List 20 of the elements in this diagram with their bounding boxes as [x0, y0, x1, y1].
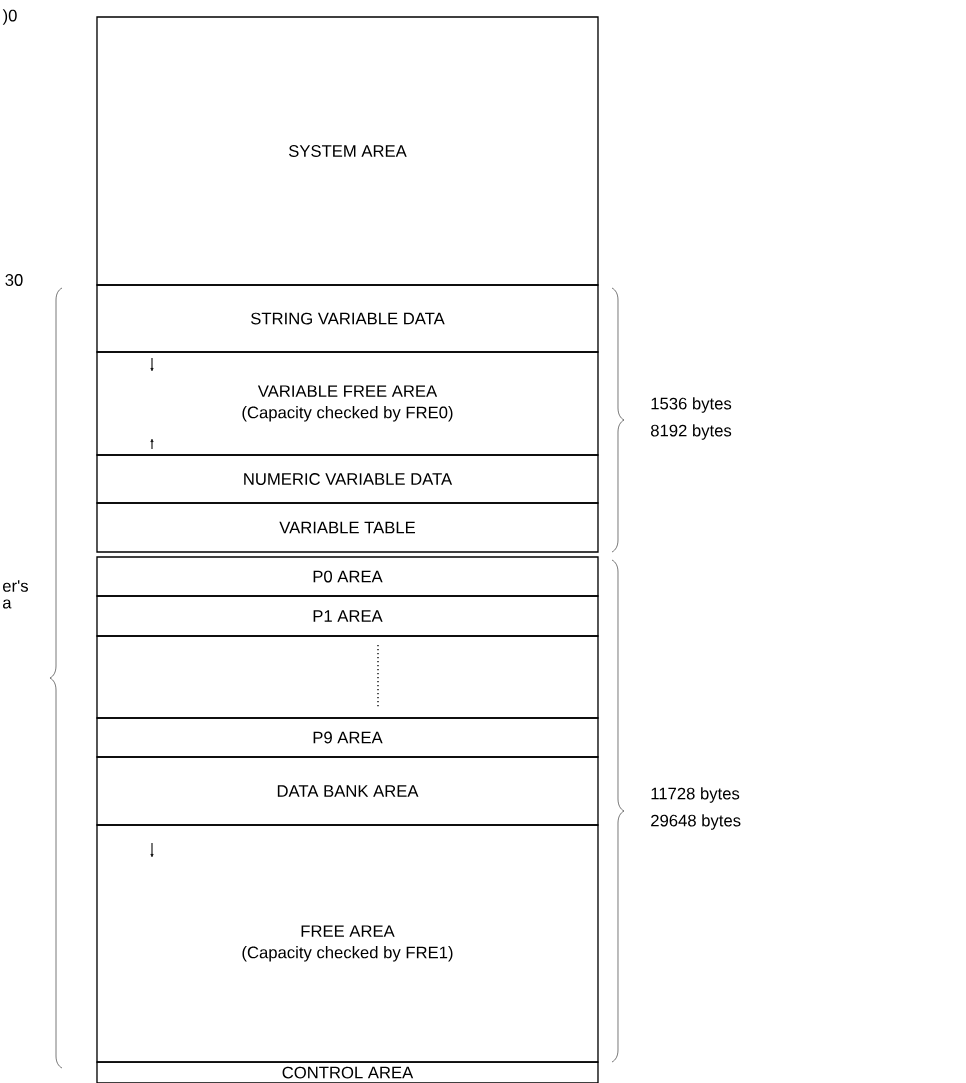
memory-area-box: SYSTEM AREA: [96, 16, 599, 286]
memory-area-box: CONTROL AREA: [96, 1061, 599, 1083]
annotation-text: a: [3, 599, 12, 609]
memory-area-box: NUMERIC VARIABLE DATA: [96, 454, 599, 504]
annotation-text: 8192 bytes: [651, 424, 732, 440]
memory-area-box: VARIABLE TABLE: [96, 502, 599, 553]
memory-area-box: P9 AREA: [96, 717, 599, 758]
memory-area-box: [96, 635, 599, 719]
memory-area-box: VARIABLE FREE AREA (Capacity checked by FRE0): [96, 351, 599, 456]
memory-area-box: FREE AREA (Capacity checked by FRE1): [96, 824, 599, 1063]
annotation-text: 1536 bytes: [651, 397, 732, 413]
memory-area-box: STRING VARIABLE DATA: [96, 284, 599, 353]
annotation-text: 29648 bytes: [651, 814, 741, 830]
memory-area-box: P0 AREA: [96, 556, 599, 597]
annotation-text: )0: [2, 9, 17, 25]
annotation-text: er's: [3, 580, 28, 592]
annotation-text: 30: [5, 274, 23, 286]
annotation-text: 11728 bytes: [651, 787, 740, 803]
memory-area-box: P1 AREA: [96, 595, 599, 637]
memory-area-box: DATA BANK AREA: [96, 756, 599, 826]
